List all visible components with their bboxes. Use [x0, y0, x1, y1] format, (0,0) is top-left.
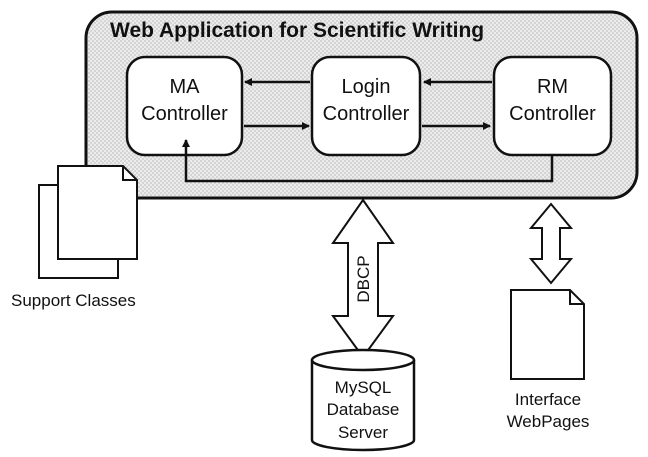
login-controller-label-line2: Controller — [323, 103, 410, 125]
rm-controller: RM Controller — [492, 55, 613, 157]
rm-controller-label-line2: Controller — [509, 103, 596, 125]
ma-controller-label-line2: Controller — [141, 103, 228, 125]
login-controller: Login Controller — [310, 55, 422, 157]
ma-controller: MA Controller — [125, 55, 244, 157]
interface-label-line1: Interface — [515, 390, 581, 409]
database-label-line3: Server — [338, 423, 388, 442]
arrow-rm-to-ma — [182, 139, 554, 183]
support-classes-label: Support Classes — [11, 291, 136, 310]
database-label-line1: MySQL — [335, 378, 392, 397]
support-classes-documents-icon — [38, 165, 138, 279]
database-label-line2: Database — [327, 400, 400, 419]
rm-controller-label-line1: RM — [537, 76, 568, 98]
ma-controller-label-line1: MA — [170, 76, 201, 98]
web-application-title: Web Application for Scientific Writing — [110, 19, 484, 42]
interface-label-line2: WebPages — [507, 412, 590, 431]
interface-webpage-document-icon — [510, 289, 585, 380]
dbcp-label: DBCP — [354, 255, 373, 302]
mysql-database-cylinder-icon — [310, 348, 416, 452]
interface-double-arrow — [528, 202, 574, 285]
login-controller-label-line1: Login — [342, 76, 391, 98]
